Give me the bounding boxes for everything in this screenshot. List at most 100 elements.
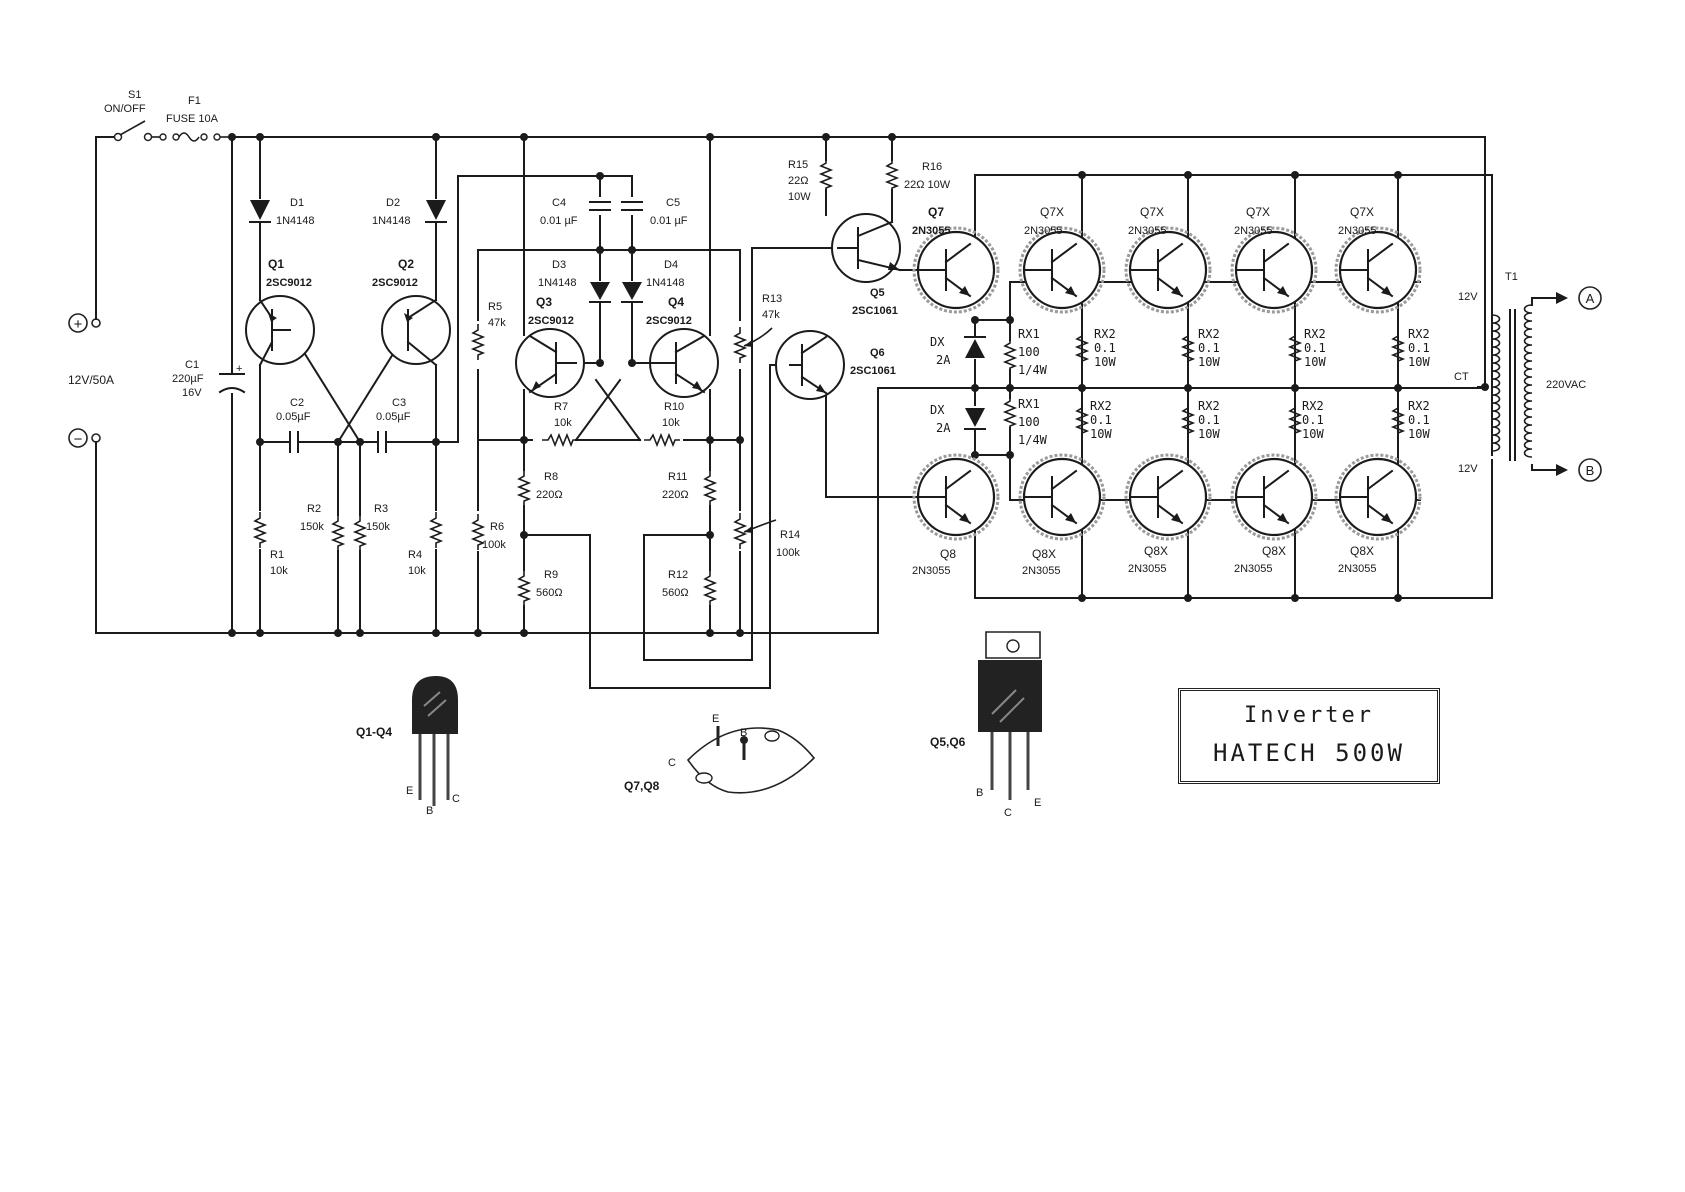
svg-text:2SC9012: 2SC9012 (646, 315, 692, 327)
svg-text:10W: 10W (1094, 355, 1116, 369)
resistor-r7: R7 10k (541, 401, 579, 446)
to92-label: Q1-Q4 (356, 725, 392, 739)
transformer-t1: A B T1 12V 12V CT 220VAC (1454, 271, 1602, 482)
svg-text:47k: 47k (488, 317, 506, 329)
resistor-r4: R4 10k (408, 511, 442, 577)
transistor-q7x-2: Q7X 2N3055 (1124, 205, 1212, 314)
svg-text:0.1: 0.1 (1302, 413, 1324, 427)
svg-text:Q7X: Q7X (1040, 205, 1064, 219)
svg-text:150k: 150k (300, 521, 324, 533)
svg-text:R9: R9 (544, 569, 558, 581)
svg-text:DX: DX (930, 403, 945, 417)
svg-text:10k: 10k (408, 565, 426, 577)
transistor-q4: Q4 2SC9012 (646, 295, 719, 398)
s1-ref: S1 (128, 89, 141, 101)
svg-text:0.05µF: 0.05µF (376, 411, 411, 423)
svg-text:R13: R13 (762, 293, 782, 305)
svg-text:22Ω: 22Ω (788, 175, 808, 187)
svg-text:R12: R12 (668, 569, 688, 581)
svg-text:C4: C4 (552, 197, 566, 209)
svg-text:B: B (976, 787, 983, 799)
transistor-q8x-2: Q8X 2N3055 (1124, 453, 1212, 575)
resistor-rx2-l2: RX2 0.1 10W (1182, 399, 1220, 441)
svg-text:1N4148: 1N4148 (276, 215, 315, 227)
svg-text:R3: R3 (374, 503, 388, 515)
svg-text:2SC9012: 2SC9012 (266, 277, 312, 289)
svg-text:1/4W: 1/4W (1018, 363, 1048, 377)
svg-text:10k: 10k (554, 417, 572, 429)
svg-text:R15: R15 (788, 159, 808, 171)
svg-text:220VAC: 220VAC (1546, 379, 1586, 391)
svg-text:47k: 47k (762, 309, 780, 321)
svg-text:0.1: 0.1 (1090, 413, 1112, 427)
svg-text:0.01 µF: 0.01 µF (540, 215, 578, 227)
transistor-q5: Q5 2SC1061 (831, 213, 902, 317)
svg-text:0.05µF: 0.05µF (276, 411, 311, 423)
svg-text:D2: D2 (386, 197, 400, 209)
svg-text:10k: 10k (270, 565, 288, 577)
svg-text:1N4148: 1N4148 (372, 215, 411, 227)
diode-dx-lower: DX 2A (930, 403, 986, 435)
svg-text:Q4: Q4 (668, 295, 684, 309)
transistor-q1: Q1 2SC9012 (245, 257, 315, 367)
svg-text:2N3055: 2N3055 (912, 565, 951, 577)
resistor-rx2-l4: RX2 0.1 10W (1392, 399, 1430, 441)
svg-text:2N3055: 2N3055 (1022, 565, 1061, 577)
svg-text:0.01 µF: 0.01 µF (650, 215, 688, 227)
svg-text:+: + (236, 363, 242, 375)
svg-text:C: C (1004, 807, 1012, 819)
svg-text:D1: D1 (290, 197, 304, 209)
resistor-rx2-u4: RX2 0.1 10W (1392, 327, 1430, 369)
fuse-f1: F1 FUSE 10A (152, 95, 232, 142)
battery-label: 12V/50A (68, 373, 114, 387)
svg-text:10W: 10W (1198, 355, 1220, 369)
svg-text:2A: 2A (936, 353, 951, 367)
package-to220: Q5,Q6 B C E (930, 631, 1042, 819)
f1-text: FUSE 10A (166, 113, 219, 125)
switch-s1: S1 ON/OFF (104, 89, 153, 142)
capacitor-c1: + C1 220µF 16V (172, 359, 246, 399)
svg-text:RX1: RX1 (1018, 397, 1040, 411)
s1-text: ON/OFF (104, 103, 146, 115)
svg-text:1/4W: 1/4W (1018, 433, 1048, 447)
svg-text:2SC1061: 2SC1061 (852, 305, 898, 317)
svg-text:10W: 10W (1304, 355, 1326, 369)
resistor-r16: R16 22Ω 10W (886, 156, 951, 194)
svg-text:Q8X: Q8X (1350, 544, 1374, 558)
resistor-r12: R12 560Ω (662, 569, 716, 607)
svg-text:100k: 100k (482, 539, 506, 551)
resistor-r2: R2 150k (300, 503, 344, 552)
transistor-q3: Q3 2SC9012 (515, 295, 585, 398)
diode-d4: D4 1N4148 (621, 259, 685, 303)
svg-text:B: B (740, 727, 747, 739)
c1-ref: C1 (185, 359, 199, 371)
output-a-label: A (1586, 291, 1595, 306)
transistor-q2: Q2 2SC9012 (372, 257, 451, 367)
svg-text:Q8X: Q8X (1262, 544, 1286, 558)
svg-text:D4: D4 (664, 259, 678, 271)
resistor-rx2-u2: RX2 0.1 10W (1182, 327, 1220, 369)
svg-text:2N3055: 2N3055 (1024, 225, 1063, 237)
title-box: Inverter HATECH 500W (1178, 688, 1440, 784)
resistor-r10: R10 10k (643, 401, 684, 446)
svg-text:100: 100 (1018, 345, 1040, 359)
capacitor-c2: C2 0.05µF (276, 397, 311, 453)
svg-text:10k: 10k (662, 417, 680, 429)
svg-text:560Ω: 560Ω (662, 587, 689, 599)
svg-text:R2: R2 (307, 503, 321, 515)
title-line-2: HATECH 500W (1213, 739, 1405, 767)
svg-text:Q7: Q7 (928, 205, 944, 219)
svg-text:RX2: RX2 (1198, 399, 1220, 413)
svg-text:C: C (668, 757, 676, 769)
resistor-r9: R9 560Ω (518, 569, 563, 607)
svg-text:C3: C3 (392, 397, 406, 409)
diode-d1: D1 1N4148 (249, 197, 315, 227)
svg-text:C5: C5 (666, 197, 680, 209)
svg-text:10W: 10W (1302, 427, 1324, 441)
svg-text:2SC1061: 2SC1061 (850, 365, 896, 377)
svg-text:100: 100 (1018, 415, 1040, 429)
svg-text:R8: R8 (544, 471, 558, 483)
svg-text:Q1: Q1 (268, 257, 284, 271)
svg-text:10W: 10W (1408, 427, 1430, 441)
